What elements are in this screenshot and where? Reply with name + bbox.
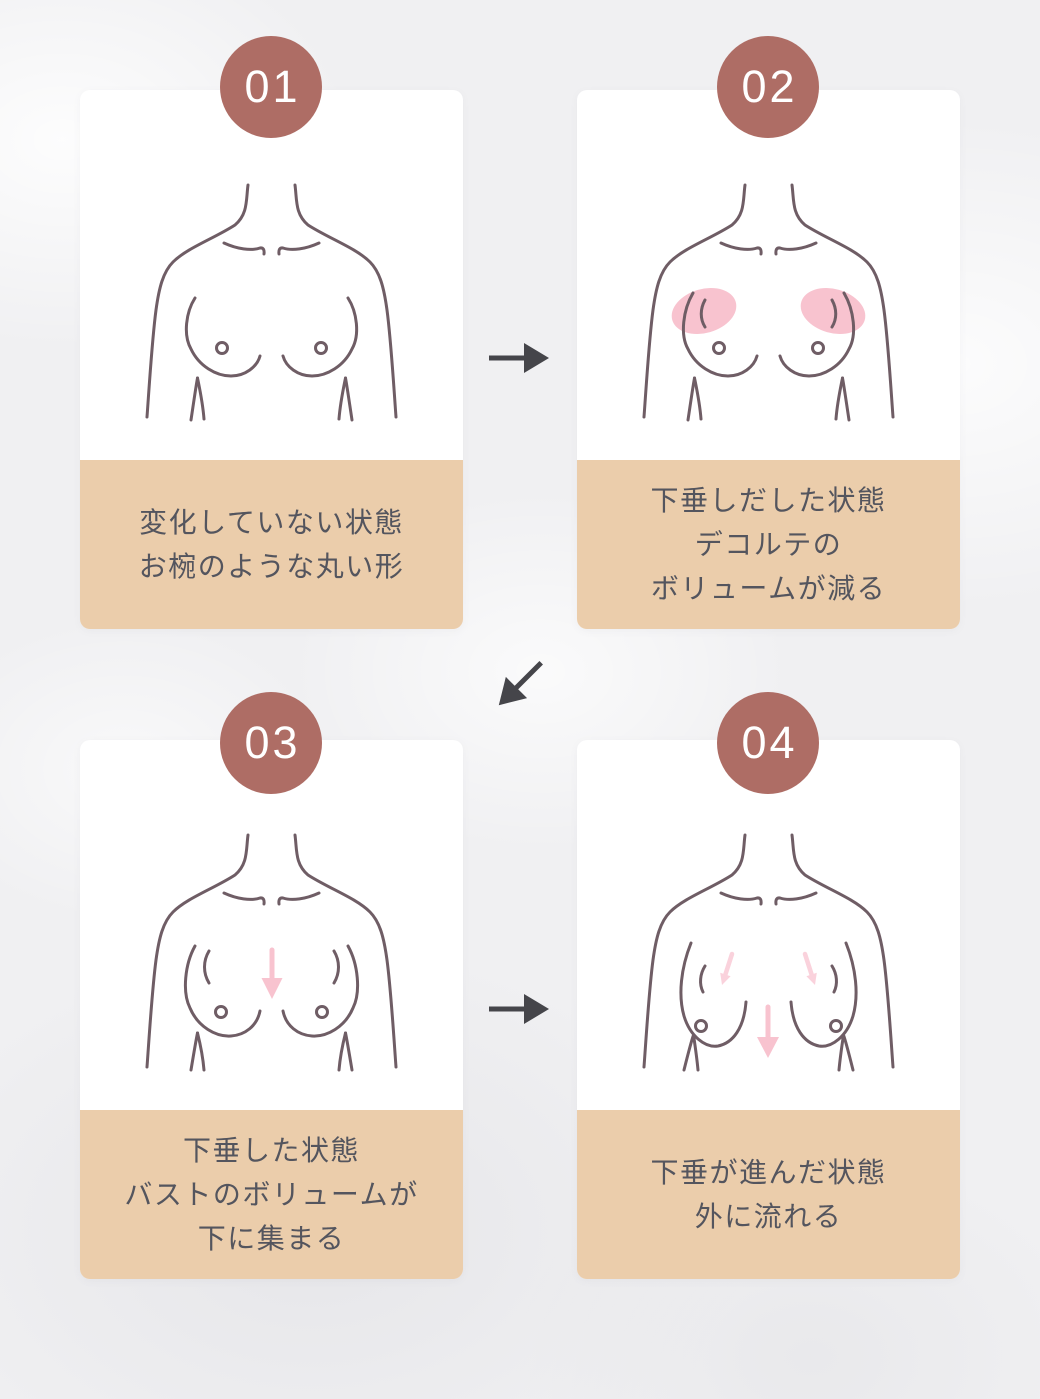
illustration-torso-stage-2: [642, 183, 895, 422]
step-caption-3: 下垂した状態 バストのボリュームが 下に集まる: [80, 1110, 463, 1279]
step-card-2: 下垂しだした状態 デコルテの ボリュームが減る: [577, 90, 960, 629]
step-number: 04: [741, 717, 798, 768]
caption-line: 下垂した状態: [182, 1134, 360, 1166]
step-caption-1: 変化していない状態 お椀のような丸い形: [80, 460, 463, 629]
step-number-badge-2: 02: [717, 36, 819, 138]
caption-line: ボリュームが減る: [650, 572, 887, 604]
arrow-right-icon: [489, 343, 549, 373]
step-number-badge-4: 04: [717, 692, 819, 794]
step-caption-4: 下垂が進んだ状態 外に流れる: [577, 1110, 960, 1279]
step-number: 03: [244, 717, 301, 768]
caption-line: バストのボリュームが: [124, 1178, 419, 1210]
illustration-torso-stage-4: [642, 833, 895, 1072]
step-number: 01: [244, 61, 301, 112]
caption-line: 下垂しだした状態: [650, 484, 887, 516]
step-number: 02: [741, 61, 798, 112]
caption-line: 下に集まる: [197, 1222, 346, 1254]
caption-line: 外に流れる: [694, 1200, 843, 1232]
arrow-right-icon: [489, 994, 549, 1024]
illustration-torso-stage-1: [145, 183, 398, 422]
caption-line: 変化していない状態: [139, 506, 404, 538]
caption-line: 下垂が進んだ状態: [650, 1156, 887, 1188]
step-card-3: 下垂した状態 バストのボリュームが 下に集まる: [80, 740, 463, 1279]
step-caption-2: 下垂しだした状態 デコルテの ボリュームが減る: [577, 460, 960, 629]
step-card-1: 変化していない状態 お椀のような丸い形: [80, 90, 463, 629]
step-number-badge-3: 03: [220, 692, 322, 794]
arrow-down-left-icon: [498, 661, 543, 706]
step-number-badge-1: 01: [220, 36, 322, 138]
caption-line: お椀のような丸い形: [138, 550, 405, 582]
caption-line: デコルテの: [694, 528, 843, 560]
illustration-torso-stage-3: [145, 833, 398, 1072]
step-card-4: 下垂が進んだ状態 外に流れる: [577, 740, 960, 1279]
